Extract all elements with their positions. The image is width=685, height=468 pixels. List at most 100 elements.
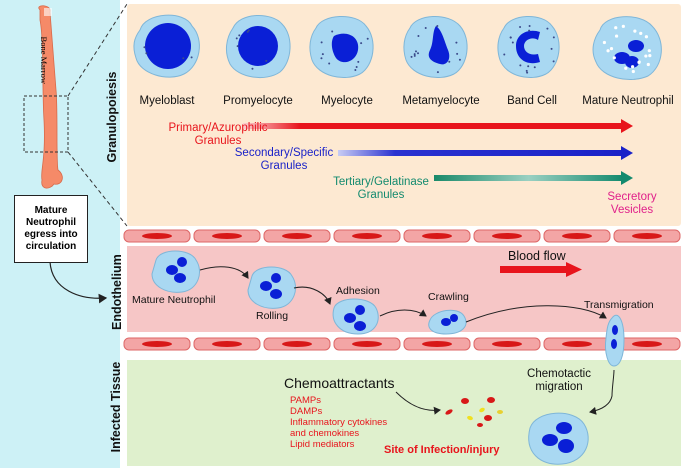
tissue-arrows bbox=[395, 369, 615, 415]
cell-metamyelocyte bbox=[403, 15, 468, 78]
granule-dot bbox=[320, 41, 323, 44]
granule-dot bbox=[614, 26, 618, 30]
granule-dot bbox=[190, 56, 193, 59]
granule-dot bbox=[528, 25, 531, 28]
tertiary-granules-arrow bbox=[434, 171, 633, 185]
primary-granules-arrow bbox=[243, 119, 633, 133]
egress-box: Mature Neutrophil egress into circulatio… bbox=[14, 195, 88, 263]
cell-myelocyte bbox=[309, 15, 374, 78]
adhesion-label: Adhesion bbox=[336, 285, 380, 297]
endothelial-nucleus bbox=[422, 341, 452, 347]
endothelial-nucleus bbox=[562, 233, 592, 239]
granule-dot bbox=[528, 29, 531, 32]
granule-dot bbox=[448, 60, 451, 63]
egress-arrow bbox=[49, 261, 108, 304]
granule-dot bbox=[550, 47, 553, 50]
stage-label: Myelocyte bbox=[321, 95, 373, 107]
granule-dot bbox=[360, 42, 363, 45]
endothelial-nucleus bbox=[142, 341, 172, 347]
granule-dot bbox=[235, 37, 238, 40]
endothelial-nucleus bbox=[282, 341, 312, 347]
granule-dot bbox=[251, 67, 254, 70]
mature-neutrophil-label: Mature Neutrophil bbox=[132, 294, 216, 306]
granule-dot bbox=[238, 34, 241, 37]
granule-dot bbox=[455, 41, 458, 44]
factor-lipid-mediators: Lipid mediators bbox=[290, 439, 355, 450]
bone-marrow-graphic bbox=[38, 5, 63, 189]
granule-dot bbox=[145, 52, 148, 55]
chemotactic-migration-text: Chemotactic migration bbox=[527, 368, 591, 394]
bone-marrow-label: Bone Marrow bbox=[38, 36, 49, 84]
granule-dot bbox=[621, 24, 625, 28]
cell-band bbox=[497, 15, 560, 78]
tertiary-granules-text: Tertiary/Gelatinase Granules bbox=[333, 176, 429, 202]
stage-label: Myeloblast bbox=[139, 95, 195, 107]
granule-dot bbox=[247, 29, 250, 32]
granule-dot bbox=[606, 49, 610, 53]
granule-dot bbox=[519, 64, 522, 67]
zoom-line-top bbox=[67, 3, 128, 97]
stage-label: Mature Neutrophil bbox=[582, 95, 674, 107]
secondary-granules-arrow bbox=[338, 146, 633, 160]
transmigration-label: Transmigration bbox=[584, 299, 654, 311]
granule-dot bbox=[648, 54, 652, 58]
tissue-neutrophil bbox=[528, 412, 589, 465]
zoom-line-bottom bbox=[67, 151, 128, 227]
endothelial-nucleus bbox=[492, 233, 522, 239]
granule-dot bbox=[647, 49, 651, 53]
granule-dot bbox=[612, 56, 616, 60]
migration-arrows bbox=[199, 266, 607, 323]
infection-particles bbox=[445, 397, 503, 427]
granule-dot bbox=[265, 59, 268, 62]
granule-dot bbox=[639, 31, 643, 36]
granule-dot bbox=[546, 27, 549, 30]
endothelial-nucleus bbox=[282, 233, 312, 239]
granule-dot bbox=[417, 35, 420, 38]
granule-dot bbox=[436, 24, 439, 27]
endothelial-nucleus bbox=[142, 233, 172, 239]
granule-dot bbox=[410, 55, 413, 58]
endothelial-nucleus bbox=[212, 341, 242, 347]
granule-dot bbox=[519, 25, 522, 28]
secondary-granules-label: Secondary/Specific Granules bbox=[228, 147, 340, 173]
granule-dot bbox=[321, 53, 324, 56]
granulopoiesis-label: Granulopoiesis bbox=[105, 71, 119, 163]
granule-dot bbox=[631, 69, 635, 74]
endothelial-nucleus bbox=[562, 341, 592, 347]
stage-label: Promyelocyte bbox=[223, 95, 293, 107]
granule-dot bbox=[320, 57, 323, 60]
factor-chemokines: and chemokines bbox=[290, 428, 360, 439]
granule-dot bbox=[637, 60, 641, 64]
granule-dot bbox=[526, 71, 529, 74]
granule-dot bbox=[366, 37, 369, 40]
cell-promyelocyte bbox=[225, 14, 291, 79]
granule-dot bbox=[644, 35, 649, 39]
endothelial-nucleus bbox=[632, 233, 662, 239]
factor-cytokines: Inflammatory cytokines bbox=[290, 417, 388, 428]
factor-damps: DAMPs bbox=[290, 406, 323, 417]
granule-dot bbox=[525, 69, 528, 72]
granule-dot bbox=[328, 62, 331, 65]
granule-dot bbox=[182, 57, 185, 60]
vessel-wall-top bbox=[123, 229, 681, 243]
granule-dot bbox=[424, 27, 427, 30]
chemoattractants-label: Chemoattractants bbox=[284, 375, 395, 391]
granule-dot bbox=[533, 66, 536, 69]
stage-label: Band Cell bbox=[507, 95, 557, 107]
endo-cell-crawling bbox=[428, 309, 467, 335]
chemotactic-migration-label: Chemotactic migration bbox=[520, 368, 598, 394]
granule-dot bbox=[630, 65, 635, 69]
stage-label: Metamyelocyte bbox=[402, 95, 480, 107]
granule-dot bbox=[602, 40, 607, 45]
factor-pamps: PAMPs bbox=[290, 395, 321, 406]
endothelial-nucleus bbox=[422, 233, 452, 239]
endo-cell-adhesion bbox=[332, 298, 379, 335]
egress-text: Mature Neutrophil egress into circulatio… bbox=[24, 205, 78, 252]
endothelium-label: Endothelium bbox=[110, 254, 124, 330]
granule-dot bbox=[436, 71, 439, 74]
secretory-vesicles-text: Secretory Vesicles bbox=[607, 191, 657, 217]
primary-granules-label: Primary/Azurophilic Granules bbox=[158, 122, 278, 148]
cell-myeloblast bbox=[133, 14, 200, 78]
granule-dot bbox=[236, 45, 239, 48]
